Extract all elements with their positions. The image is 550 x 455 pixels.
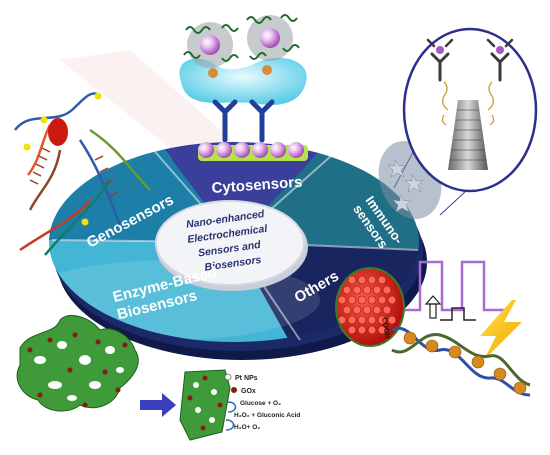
reaction-arrows — [225, 401, 237, 431]
gox-legend: GOx — [241, 388, 256, 395]
antibody-icons — [212, 99, 275, 143]
up-arrow-icon — [424, 295, 442, 319]
porous-network — [16, 315, 139, 412]
center-hub — [155, 200, 305, 286]
dna-rungs — [29, 147, 119, 197]
probe-dots — [23, 92, 102, 226]
secondary-antibodies — [426, 38, 514, 48]
network-dots — [27, 332, 128, 408]
nanoparticle-icon — [200, 35, 220, 55]
pt-legend: Pt NPs — [235, 375, 258, 382]
zoomed-dots — [187, 375, 223, 431]
antibody-icons-zoom — [430, 52, 510, 82]
particle-texture — [337, 275, 397, 335]
lightning-icon — [480, 300, 522, 360]
process-arrow-icon — [140, 393, 176, 417]
zoomed-block — [179, 369, 231, 441]
antigen-icon — [496, 46, 504, 54]
others-illustration: COOH ssDNA ssDNA — [335, 260, 531, 399]
helix-tags — [403, 331, 527, 395]
bead-row — [198, 142, 304, 158]
pt-marker — [224, 373, 232, 381]
zoomed-pores — [193, 382, 217, 423]
antigen-icon — [436, 46, 444, 54]
gox-marker — [231, 387, 237, 393]
cytosensors-label: Cytosensors — [211, 174, 303, 197]
baseline-step — [440, 307, 476, 321]
red-nanoparticle-icon — [48, 118, 68, 146]
protein-linkers — [441, 81, 495, 126]
bead-icon — [208, 68, 218, 78]
nanotube-cluster-stars — [387, 159, 424, 213]
carbon-nanotube-icon — [448, 100, 488, 170]
ssdna-label: ssDNA — [464, 378, 479, 399]
ssdna-label: ssDNA — [422, 364, 437, 385]
enzyme-illustration: Pt NPs GOx Glucose + O₂ H₂O₂ + Gluconic … — [16, 315, 300, 441]
cytosensor-illustration — [179, 14, 308, 161]
bead-icon — [262, 65, 272, 75]
nanotube-lattice — [450, 109, 486, 161]
network-pores — [34, 341, 124, 401]
cooh-label: COOH — [380, 317, 391, 339]
genosensor-illustration — [14, 92, 151, 256]
reaction-line-2: H₂O₂ + Gluconic Acid — [234, 412, 300, 419]
reaction-line-3: H₂O+ O₂ — [234, 424, 260, 431]
immunosensor-illustration — [378, 27, 538, 219]
polymer-chains — [183, 14, 300, 62]
dna-strands — [14, 92, 151, 256]
reaction-line-1: Glucose + O₂ — [240, 400, 281, 407]
nanoparticle-icon — [260, 28, 280, 48]
